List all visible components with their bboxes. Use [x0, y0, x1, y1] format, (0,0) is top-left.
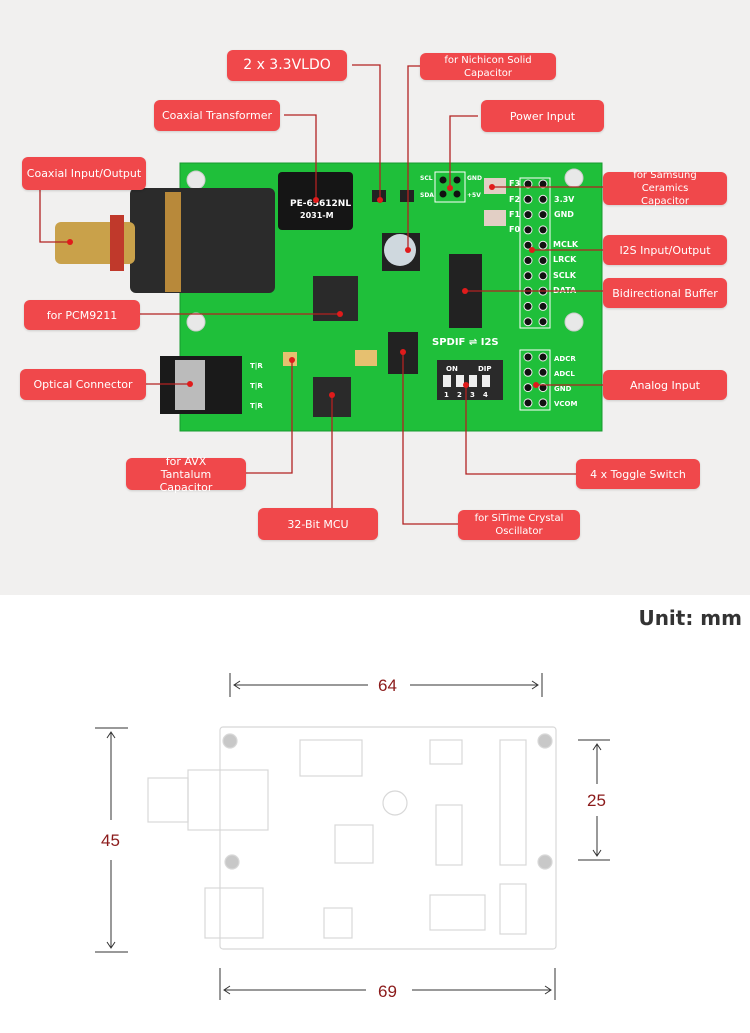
unit-label: Unit: mm	[638, 606, 742, 630]
header-pin	[523, 317, 533, 327]
svg-text:T|R: T|R	[250, 382, 263, 391]
coaxial-connector	[130, 188, 275, 293]
callout-buffer: Bidirectional Buffer	[603, 278, 727, 308]
header-pin	[523, 271, 533, 281]
svg-text:1: 1	[444, 391, 449, 399]
svg-text:ON: ON	[446, 365, 458, 373]
callout-transformer: Coaxial Transformer	[154, 100, 280, 131]
dim-45: 45	[101, 831, 120, 850]
pcb-board: PE-65612NL 2031-M SCL SDA GND +5V 3.3V G…	[55, 162, 603, 432]
svg-text:F1: F1	[509, 210, 520, 219]
svg-text:3.3V: 3.3V	[554, 195, 575, 204]
callout-ldo: 2 x 3.3VLDO	[227, 50, 347, 81]
svg-text:+5V: +5V	[467, 192, 481, 199]
callout-sitime: for SiTime Crystal Oscillator	[458, 510, 580, 540]
callout-analog: Analog Input	[603, 370, 727, 400]
svg-text:F3: F3	[509, 179, 520, 188]
svg-text:DIP: DIP	[478, 365, 492, 373]
dim-69: 69	[378, 982, 397, 1001]
header-pin	[538, 225, 548, 235]
callout-i2s: I2S Input/Output	[603, 235, 727, 265]
header-pin	[523, 179, 533, 189]
dimension-lines	[95, 673, 610, 1000]
svg-text:GND: GND	[467, 175, 482, 182]
svg-text:SDA: SDA	[420, 192, 434, 199]
svg-text:GND: GND	[554, 210, 574, 219]
outline-drawing	[147, 726, 557, 950]
header-pin	[523, 352, 533, 362]
callout-optical: Optical Connector	[20, 369, 146, 400]
callout-coaxial: Coaxial Input/Output	[22, 157, 146, 190]
header-pin	[538, 194, 548, 204]
callout-toggle: 4 x Toggle Switch	[576, 459, 700, 489]
header-pin	[538, 271, 548, 281]
callout-dots	[67, 184, 539, 398]
header-pin	[523, 225, 533, 235]
svg-text:VCOM: VCOM	[554, 400, 578, 408]
callout-pcm: for PCM9211	[24, 300, 140, 330]
header-pin	[538, 398, 548, 408]
svg-text:2: 2	[457, 391, 462, 399]
header-pin	[538, 210, 548, 220]
callout-nichicon: for Nichicon Solid Capacitor	[420, 53, 556, 80]
callout-mcu: 32-Bit MCU	[258, 508, 378, 540]
header-pin	[538, 240, 548, 250]
header-pin	[538, 317, 548, 327]
callout-avx: for AVX Tantalum Capacitor	[126, 455, 246, 494]
header-pin	[523, 398, 533, 408]
header-pin	[538, 179, 548, 189]
svg-text:SCLK: SCLK	[553, 271, 577, 280]
header-pin	[523, 194, 533, 204]
header-pin	[538, 301, 548, 311]
svg-text:3: 3	[470, 391, 475, 399]
svg-text:ADCL: ADCL	[554, 370, 575, 378]
header-pin	[538, 352, 548, 362]
dim-64: 64	[378, 676, 397, 695]
svg-text:PE-65612NL: PE-65612NL	[290, 199, 351, 209]
header-pin	[523, 301, 533, 311]
svg-text:F0: F0	[509, 225, 520, 234]
svg-text:LRCK: LRCK	[553, 255, 577, 264]
header-pin	[523, 367, 533, 377]
dim-25: 25	[587, 791, 606, 810]
header-pin	[538, 367, 548, 377]
leader-lines	[39, 64, 603, 525]
svg-text:GND: GND	[554, 385, 572, 393]
svg-text:MCLK: MCLK	[553, 240, 579, 249]
svg-text:4: 4	[483, 391, 488, 399]
header-pin	[523, 256, 533, 265]
svg-text:T|R: T|R	[250, 362, 263, 371]
callout-power: Power Input	[481, 100, 604, 132]
svg-text:SCL: SCL	[420, 175, 433, 182]
svg-text:SPDIF ⇌ I2S: SPDIF ⇌ I2S	[432, 337, 499, 348]
svg-text:F2: F2	[509, 195, 520, 204]
svg-text:2031-M: 2031-M	[300, 211, 334, 220]
svg-text:ADCR: ADCR	[554, 355, 576, 363]
header-pin	[523, 383, 533, 393]
svg-text:T|R: T|R	[250, 402, 263, 411]
callout-samsung: for Samsung Ceramics Capacitor	[603, 170, 727, 207]
header-pin	[538, 256, 548, 265]
header-pin	[523, 210, 533, 220]
header-pin	[523, 240, 533, 250]
